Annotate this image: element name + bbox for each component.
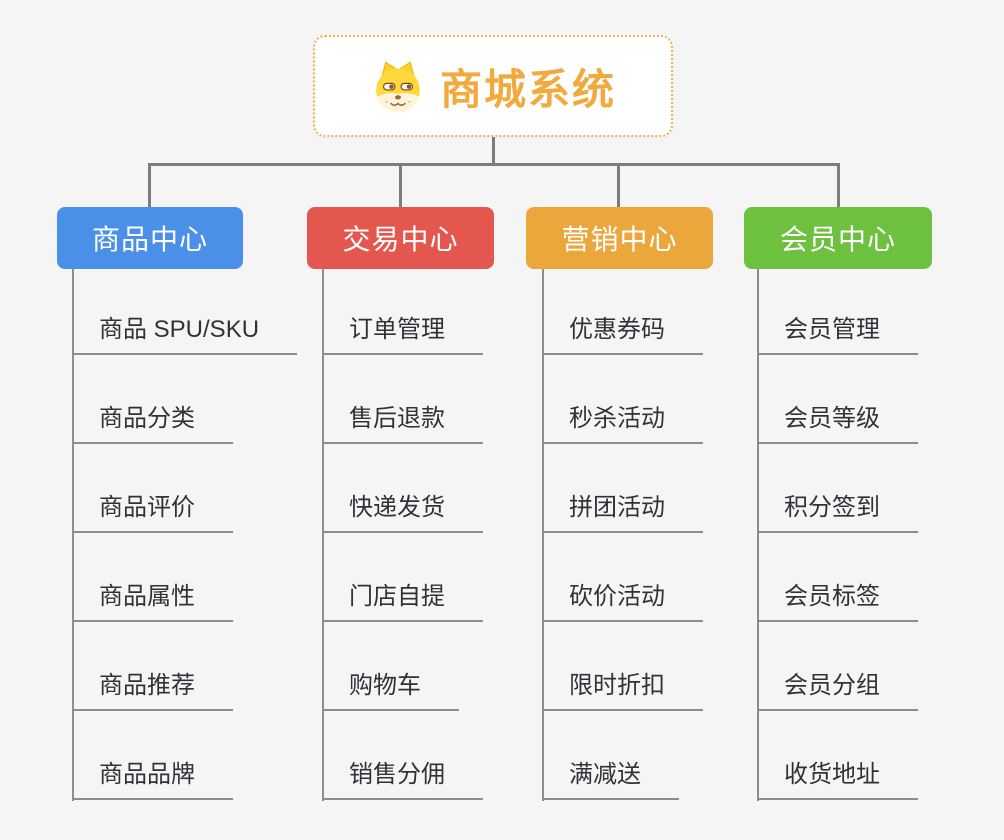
branch-label: 营销中心 xyxy=(561,224,678,255)
root-node[interactable]: 商城系统 xyxy=(313,35,673,137)
sub-item[interactable]: 快递发货 xyxy=(322,489,483,533)
branch-label: 会员中心 xyxy=(779,224,896,255)
sub-item[interactable]: 会员管理 xyxy=(757,311,918,355)
branch-node-member[interactable]: 会员中心 xyxy=(744,207,932,269)
sub-item[interactable]: 商品属性 xyxy=(72,578,233,622)
sub-item[interactable]: 秒杀活动 xyxy=(542,400,703,444)
branch-label: 交易中心 xyxy=(342,224,459,255)
sub-item[interactable]: 商品品牌 xyxy=(72,756,233,800)
sub-item[interactable]: 订单管理 xyxy=(322,311,483,355)
column-trunk-4 xyxy=(757,269,759,801)
sub-item[interactable]: 会员等级 xyxy=(757,400,918,444)
root-title: 商城系统 xyxy=(439,65,616,113)
branch-node-marketing[interactable]: 营销中心 xyxy=(526,207,713,269)
column-trunk-1 xyxy=(72,269,74,801)
sub-item[interactable]: 销售分佣 xyxy=(322,756,483,800)
sub-item[interactable]: 砍价活动 xyxy=(542,578,703,622)
sub-item[interactable]: 拼团活动 xyxy=(542,489,703,533)
sub-item[interactable]: 会员分组 xyxy=(757,667,918,711)
sub-item[interactable]: 商品推荐 xyxy=(72,667,233,711)
sub-item[interactable]: 限时折扣 xyxy=(542,667,703,711)
column-trunk-2 xyxy=(322,269,324,801)
connector-root-stub xyxy=(492,137,495,164)
column-trunk-3 xyxy=(542,269,544,801)
sub-item[interactable]: 商品评价 xyxy=(72,489,233,533)
sub-item[interactable]: 商品 SPU/SKU xyxy=(72,311,298,355)
connector-drop-3 xyxy=(617,163,620,207)
sub-item[interactable]: 售后退款 xyxy=(322,400,483,444)
sub-item[interactable]: 满减送 xyxy=(542,756,679,800)
connector-drop-2 xyxy=(399,163,402,207)
branch-node-product[interactable]: 商品中心 xyxy=(57,207,243,269)
sub-item[interactable]: 购物车 xyxy=(322,667,459,711)
sub-item[interactable]: 门店自提 xyxy=(322,578,483,622)
sub-item[interactable]: 收货地址 xyxy=(757,756,918,800)
sub-item[interactable]: 商品分类 xyxy=(72,400,233,444)
sub-item[interactable]: 会员标签 xyxy=(757,578,918,622)
shiba-dog-icon xyxy=(376,61,420,113)
connector-drop-4 xyxy=(837,163,840,207)
connector-drop-1 xyxy=(148,163,151,207)
connector-horizontal-rail xyxy=(148,163,840,166)
branch-node-trade[interactable]: 交易中心 xyxy=(307,207,494,269)
sub-item[interactable]: 积分签到 xyxy=(757,489,918,533)
sub-item[interactable]: 优惠券码 xyxy=(542,311,703,355)
branch-label: 商品中心 xyxy=(91,224,208,255)
